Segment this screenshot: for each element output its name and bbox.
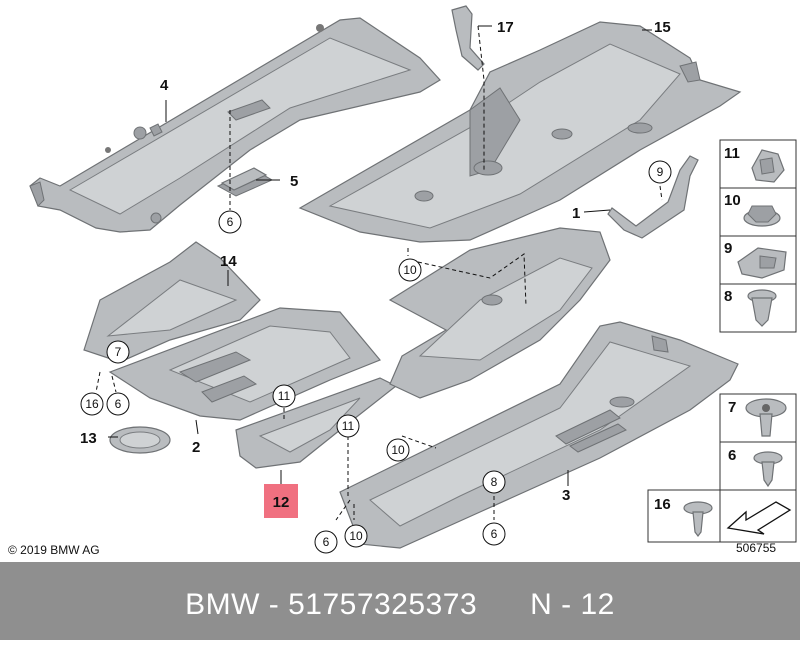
part-4-underbody-panel bbox=[29, 17, 441, 233]
label-part-3: 3 bbox=[562, 487, 570, 504]
fastener-legend: 11 10 9 8 7 bbox=[647, 139, 797, 543]
callout-9: 9 bbox=[648, 160, 672, 184]
part-3-side-panel bbox=[339, 321, 739, 549]
svg-text:11: 11 bbox=[724, 145, 740, 162]
callout-6-bottom-left: 6 bbox=[314, 530, 338, 554]
diagram-number: 506755 bbox=[736, 541, 776, 555]
callout-8: 8 bbox=[482, 470, 506, 494]
legend-item-push-rivet: 7 bbox=[719, 393, 797, 443]
label-part-4: 4 bbox=[160, 77, 169, 94]
dashed-leaders bbox=[95, 25, 663, 521]
part-labels: 4 5 17 15 1 14 13 2 3 bbox=[80, 19, 671, 504]
svg-text:9: 9 bbox=[724, 240, 732, 257]
label-part-17: 17 bbox=[497, 19, 514, 36]
solid-leaders bbox=[108, 25, 652, 486]
part-5-bracket bbox=[216, 167, 274, 197]
callout-6-left: 6 bbox=[106, 392, 130, 416]
legend-item-hex-nut: 10 bbox=[719, 187, 797, 237]
svg-text:10: 10 bbox=[391, 443, 405, 457]
footer-bar bbox=[0, 562, 800, 640]
label-part-14: 14 bbox=[220, 253, 237, 270]
svg-text:6: 6 bbox=[323, 535, 330, 549]
callout-10-mid: 10 bbox=[398, 258, 422, 282]
svg-text:16: 16 bbox=[85, 397, 99, 411]
svg-text:16: 16 bbox=[654, 496, 671, 513]
footer-part-number: BMW - 51757325373 N - 12 bbox=[185, 588, 615, 621]
callout-10-bottom: 10 bbox=[344, 524, 368, 548]
copyright-text: © 2019 BMW AG bbox=[8, 543, 100, 557]
svg-text:6: 6 bbox=[728, 447, 736, 464]
callout-11-a: 11 bbox=[272, 384, 296, 408]
label-part-1: 1 bbox=[572, 205, 580, 222]
svg-text:8: 8 bbox=[491, 475, 498, 489]
callout-10-lower: 10 bbox=[386, 438, 410, 462]
svg-text:6: 6 bbox=[115, 397, 122, 411]
legend-item-spring-clip: 9 bbox=[719, 235, 797, 285]
legend-direction-arrow bbox=[719, 489, 797, 543]
callout-6-top: 6 bbox=[218, 210, 242, 234]
part-17-bracket bbox=[451, 5, 485, 71]
callout-6-bottom-right: 6 bbox=[482, 522, 506, 546]
legend-item-expanding-rivet: 8 bbox=[719, 283, 797, 333]
part-15-underbody-panel bbox=[298, 21, 742, 243]
label-part-2: 2 bbox=[192, 439, 200, 456]
part-tunnel-cover bbox=[388, 227, 611, 399]
svg-text:10: 10 bbox=[349, 529, 363, 543]
part-1-strap-bracket bbox=[607, 155, 699, 239]
svg-text:7: 7 bbox=[728, 399, 736, 416]
svg-text:6: 6 bbox=[227, 215, 234, 229]
callout-11-b: 11 bbox=[336, 414, 360, 438]
svg-text:6: 6 bbox=[491, 527, 498, 541]
legend-item-flat-screw: 16 bbox=[647, 489, 721, 543]
legend-item-collar-screw: 6 bbox=[719, 441, 797, 491]
part-12-strip bbox=[235, 377, 398, 469]
highlight-box bbox=[264, 484, 298, 518]
circled-callouts: 6 7 16 6 11 11 10 10 bbox=[80, 160, 672, 554]
svg-text:9: 9 bbox=[657, 165, 664, 179]
highlight-number: 12 bbox=[273, 494, 290, 511]
label-part-5: 5 bbox=[290, 173, 298, 190]
part-13-cap bbox=[109, 426, 171, 454]
svg-text:10: 10 bbox=[724, 192, 741, 209]
part-2-floor-cover bbox=[108, 307, 381, 421]
svg-text:7: 7 bbox=[115, 345, 122, 359]
part-14-cover bbox=[83, 241, 261, 363]
label-part-15: 15 bbox=[654, 19, 671, 36]
callout-7: 7 bbox=[106, 340, 130, 364]
callout-16: 16 bbox=[80, 392, 104, 416]
arrow-icon bbox=[726, 501, 792, 535]
highlight-label-12: 12 bbox=[264, 470, 298, 518]
legend-item-clip-nut: 11 bbox=[719, 139, 797, 189]
label-part-13: 13 bbox=[80, 430, 97, 447]
svg-text:10: 10 bbox=[403, 263, 417, 277]
svg-text:8: 8 bbox=[724, 288, 732, 305]
svg-text:11: 11 bbox=[278, 389, 291, 403]
svg-text:11: 11 bbox=[342, 419, 355, 433]
